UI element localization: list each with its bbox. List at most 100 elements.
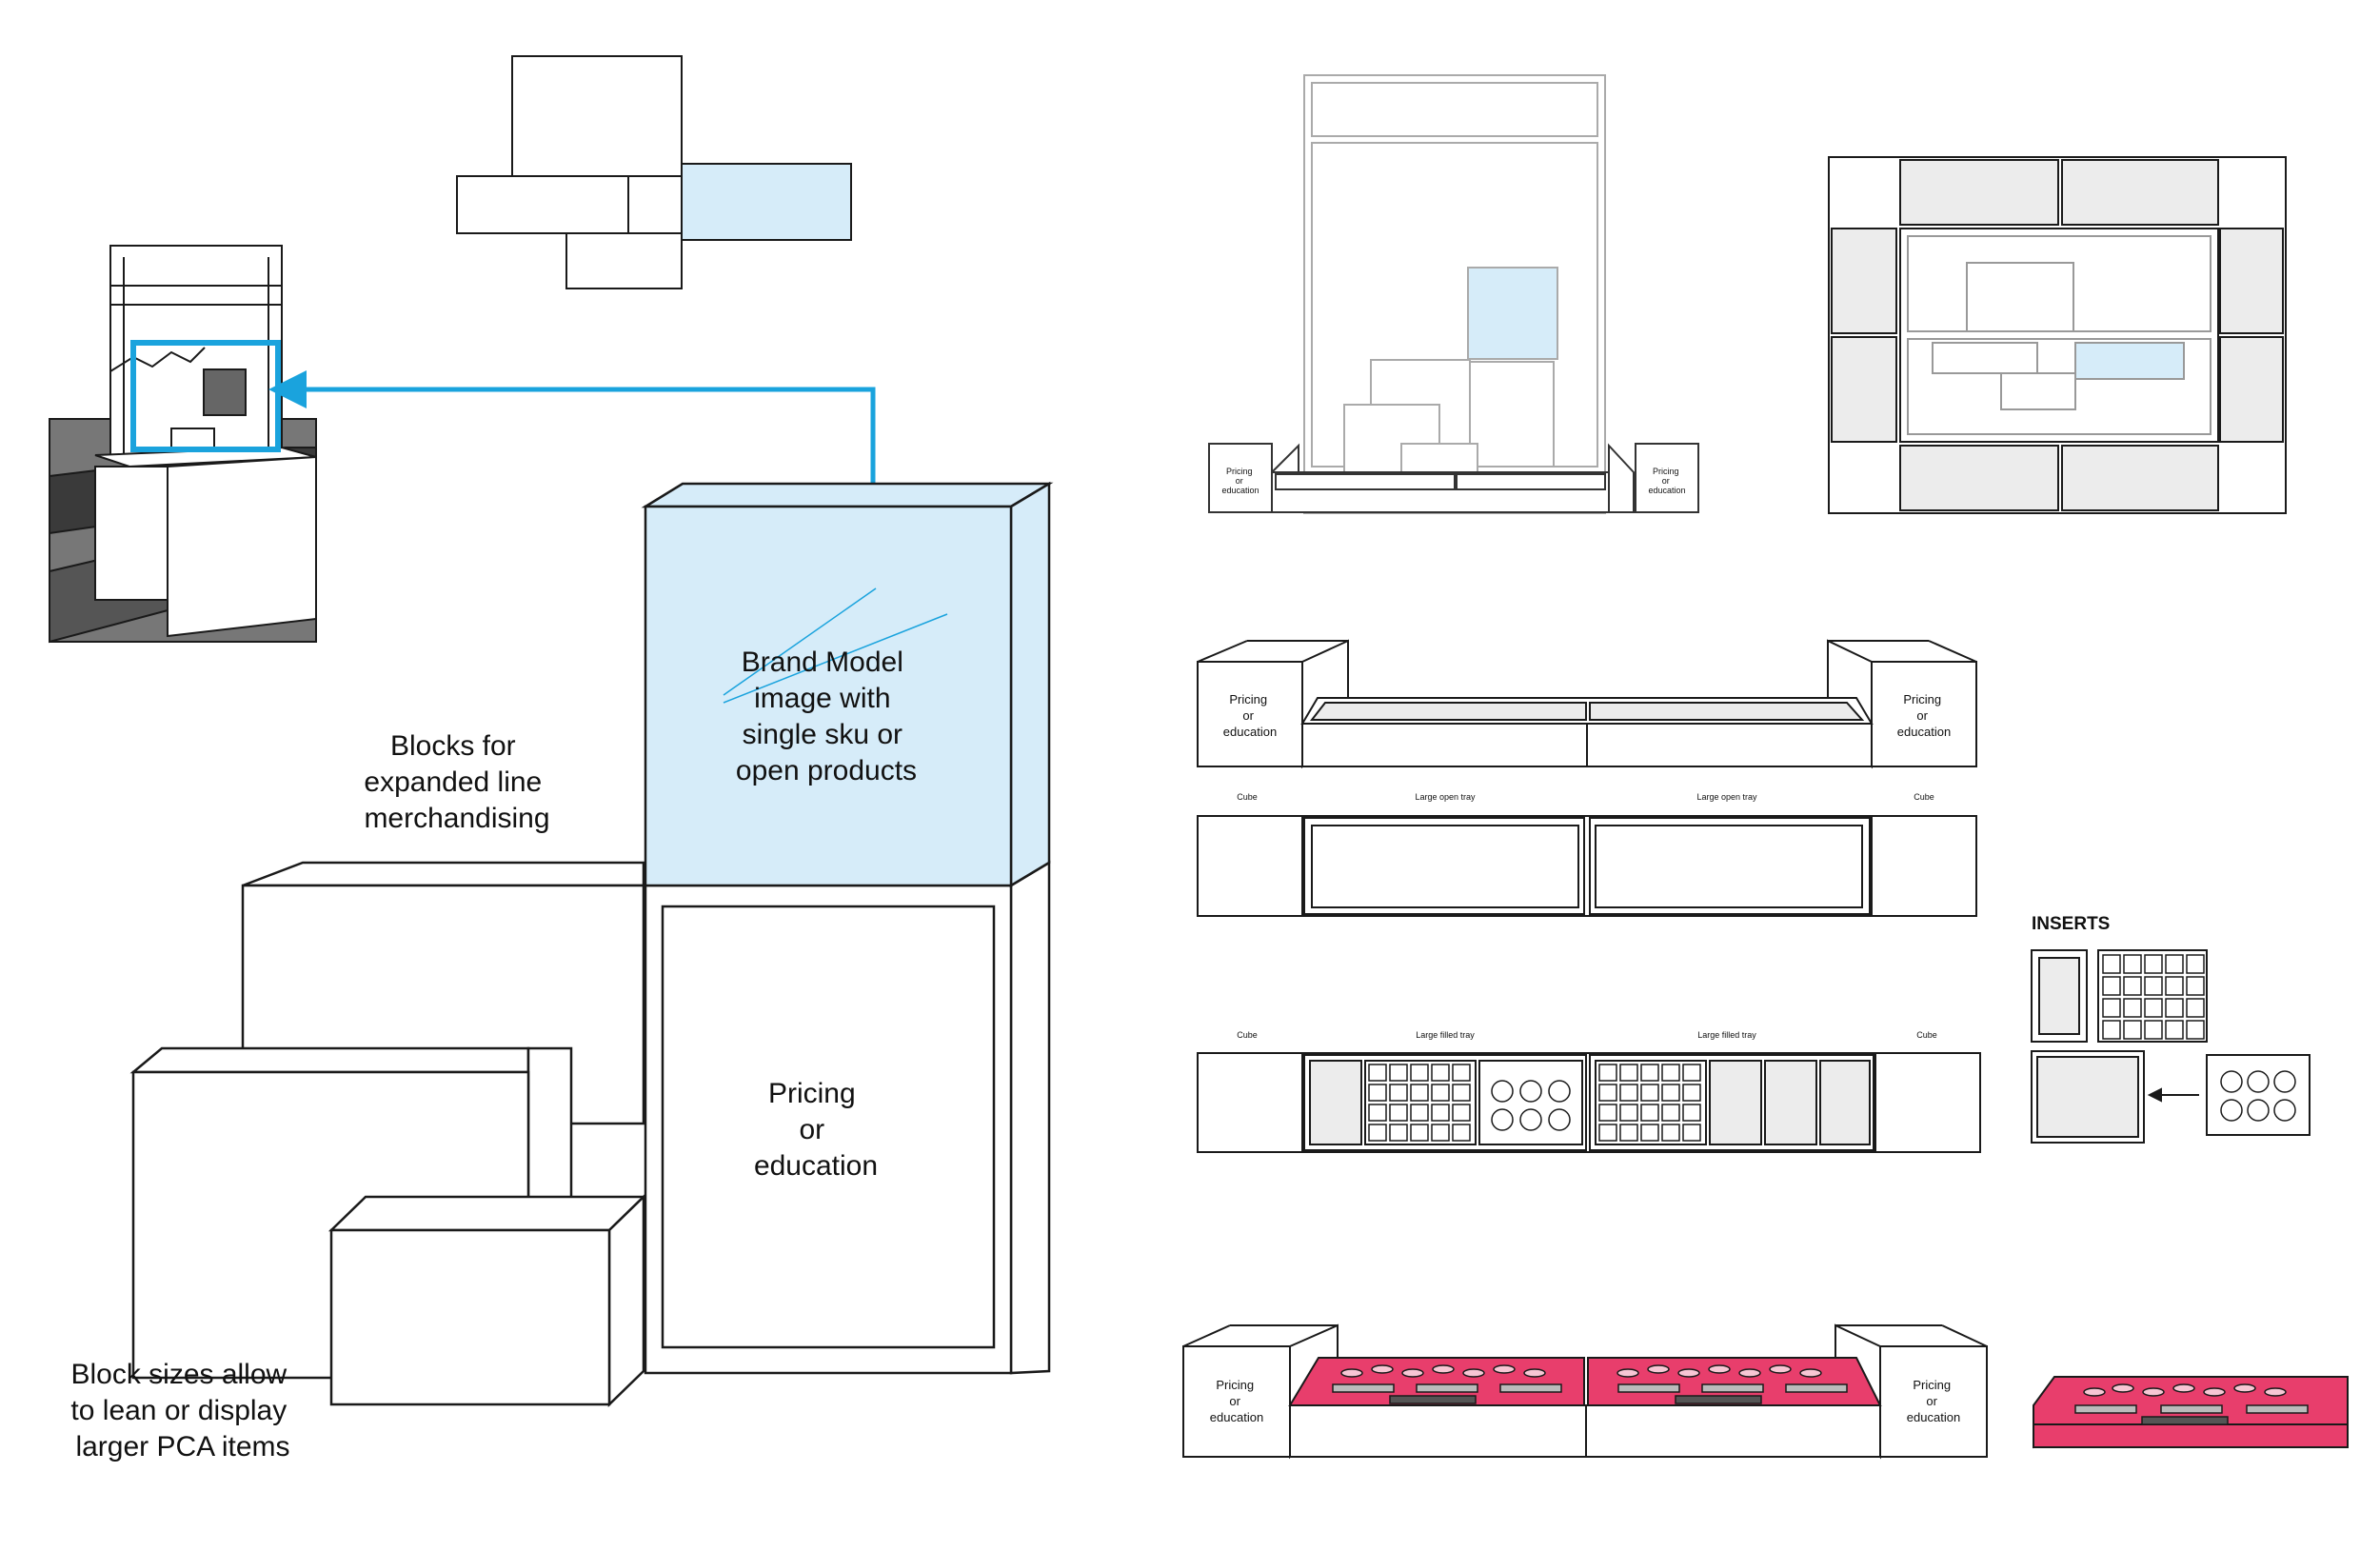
insert-cell xyxy=(1598,1084,1617,1102)
insert-cell xyxy=(1389,1064,1408,1082)
tray-well xyxy=(1677,1368,1700,1378)
insert-well xyxy=(2247,1099,2270,1122)
blocks-plan-view xyxy=(456,55,852,289)
insert-cell xyxy=(1785,1383,1848,1393)
brand-model-label: Brand Model image with single sku or ope… xyxy=(736,647,917,786)
pricing-label-right-1: Pricing or education xyxy=(1897,692,1951,739)
insert-cell xyxy=(2186,976,2205,996)
block-sizes-label: Block sizes allow to lean or display lar… xyxy=(70,1359,294,1462)
open-tray-plan xyxy=(1197,815,1977,917)
plan-view xyxy=(1828,156,2287,514)
insert-cell xyxy=(2102,998,2121,1018)
insert-cell xyxy=(2144,998,2163,1018)
insert-cell xyxy=(1619,1064,1638,1082)
insert-well xyxy=(2247,1070,2270,1093)
pricing-education-label: Pricing or education xyxy=(754,1078,878,1182)
insert-cell xyxy=(2141,1416,2229,1425)
pricing-mini-right: Pricing or education xyxy=(1648,467,1685,495)
tray-well xyxy=(1401,1368,1424,1378)
tray-well xyxy=(2172,1383,2195,1393)
insert-cell xyxy=(2123,998,2142,1018)
insert-cell xyxy=(2246,1404,2309,1414)
insert-cell xyxy=(2102,1020,2121,1040)
insert-cell xyxy=(1661,1064,1680,1082)
inserts-heading: INSERTS xyxy=(2032,914,2110,934)
insert-grid-left xyxy=(1368,1064,1471,1142)
glass-highlight xyxy=(723,587,877,696)
blocks-elevation xyxy=(129,481,1054,1407)
insert-cell xyxy=(1682,1084,1701,1102)
insert-well xyxy=(2220,1070,2243,1093)
large-filled-tray-label: Large filled tray xyxy=(1697,1030,1756,1040)
insert-well xyxy=(2273,1099,2296,1122)
magenta-tray-wells xyxy=(1332,1364,2309,1425)
insert-cell xyxy=(1640,1084,1659,1102)
insert-cell xyxy=(1389,1084,1408,1102)
insert-well xyxy=(1519,1108,1542,1131)
insert-cell xyxy=(2186,1020,2205,1040)
insert-cell xyxy=(1682,1124,1701,1142)
insert-cell xyxy=(1452,1104,1471,1122)
tray-well xyxy=(2112,1383,2134,1393)
insert-cell xyxy=(1682,1104,1701,1122)
insert-cell xyxy=(2165,976,2184,996)
insert-well xyxy=(2220,1099,2243,1122)
insert-cell xyxy=(2074,1404,2137,1414)
insert-cell xyxy=(2165,998,2184,1018)
large-open-tray-label: Large open tray xyxy=(1696,792,1757,802)
insert-cell xyxy=(1661,1124,1680,1142)
insert-cell xyxy=(1416,1383,1478,1393)
tray-well xyxy=(1340,1368,1363,1378)
tray-well xyxy=(1432,1364,1455,1374)
insert-cell xyxy=(2144,1020,2163,1040)
insert-well xyxy=(1491,1108,1514,1131)
tray-well xyxy=(1493,1364,1516,1374)
tray-well xyxy=(1738,1368,1761,1378)
cube-label: Cube xyxy=(1237,1030,1258,1040)
tray-well xyxy=(2264,1387,2287,1397)
insert-well xyxy=(1548,1080,1571,1103)
tray-well xyxy=(2142,1387,2165,1397)
pricing-label-left-1: Pricing or education xyxy=(1223,692,1277,739)
insert-cell xyxy=(1675,1395,1762,1404)
insert-cell xyxy=(2160,1404,2223,1414)
insert-cell xyxy=(1452,1064,1471,1082)
insert-cell xyxy=(1368,1124,1387,1142)
insert-cell xyxy=(1598,1064,1617,1082)
insert-cell xyxy=(1389,1124,1408,1142)
tray-well xyxy=(1799,1368,1822,1378)
insert-circles xyxy=(1491,1080,1571,1131)
insert-cell xyxy=(1410,1084,1429,1102)
insert-cell xyxy=(1431,1064,1450,1082)
insert-cell xyxy=(1410,1064,1429,1082)
glass-highlight xyxy=(723,613,948,704)
fixture-perspective-sketch xyxy=(49,245,317,644)
insert-grid-sample xyxy=(2102,954,2205,1040)
pricing-mini-left: Pricing or education xyxy=(1221,467,1259,495)
insert-circles-sample xyxy=(2220,1070,2296,1122)
insert-cell xyxy=(1619,1084,1638,1102)
insert-cell xyxy=(1619,1104,1638,1122)
insert-cell xyxy=(2165,1020,2184,1040)
insert-cell xyxy=(1701,1383,1764,1393)
insert-cell xyxy=(1431,1084,1450,1102)
tray-well xyxy=(1462,1368,1485,1378)
tray-well xyxy=(1616,1368,1639,1378)
insert-cell xyxy=(2123,1020,2142,1040)
insert-grid-right xyxy=(1598,1064,1701,1142)
blocks-for-label: Blocks for expanded line merchandising xyxy=(364,730,549,834)
insert-cell xyxy=(1431,1124,1450,1142)
insert-cell xyxy=(1619,1124,1638,1142)
insert-cell xyxy=(2165,954,2184,974)
tray-well xyxy=(1708,1364,1731,1374)
pricing-label-left-2: Pricing or education xyxy=(1210,1378,1263,1424)
tray-well xyxy=(2203,1387,2226,1397)
tray-well xyxy=(1769,1364,1792,1374)
insert-cell xyxy=(1682,1064,1701,1082)
insert-cell xyxy=(1368,1104,1387,1122)
tray-well xyxy=(2233,1383,2256,1393)
insert-cell xyxy=(2123,976,2142,996)
open-tray-perspective xyxy=(1197,639,1977,769)
insert-cell xyxy=(1410,1124,1429,1142)
